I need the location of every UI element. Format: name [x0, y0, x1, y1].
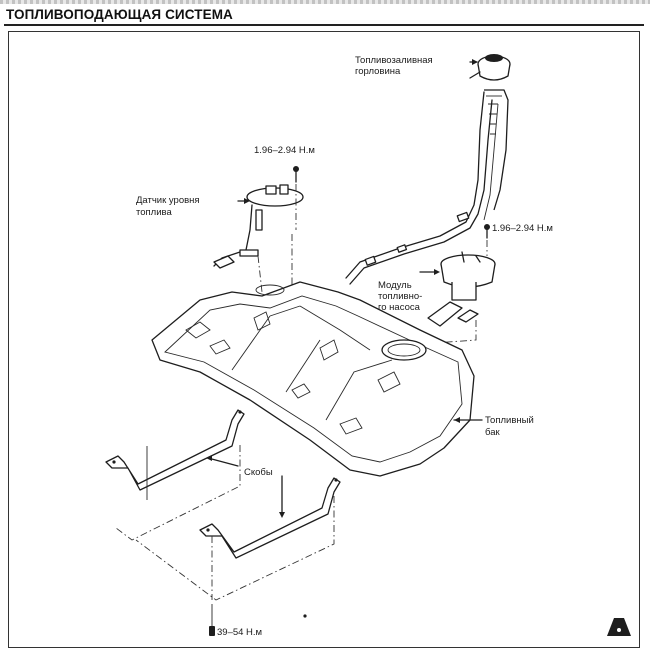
label-filler-neck-line2: горловина	[355, 66, 401, 77]
filler-cap	[469, 54, 511, 81]
arrow-brackets-left	[207, 457, 239, 467]
bracket-right	[199, 477, 341, 559]
bolt-bracket	[209, 604, 215, 636]
triangle-logo-icon	[607, 618, 631, 636]
arrowhead-pump	[434, 269, 440, 275]
label-torque-pump: 1.96–2.94 Н.м	[492, 223, 553, 234]
label-fuel-tank-line1: Топливный	[485, 415, 534, 426]
label-brackets: Скобы	[244, 467, 273, 478]
title-rule	[4, 24, 644, 26]
arrowhead-brackets-right	[279, 512, 285, 518]
label-level-sender-line2: топлива	[136, 207, 172, 218]
label-fuel-tank-line2: бак	[485, 427, 500, 438]
page-title: ТОПЛИВОПОДАЮЩАЯ СИСТЕМА	[6, 7, 233, 22]
filler-neck-pipe	[345, 89, 509, 285]
label-pump-module-line1: Модуль	[378, 280, 412, 291]
guide-lines-brackets	[115, 445, 335, 601]
arrowhead-filler	[472, 59, 478, 65]
level-sender	[213, 184, 304, 269]
diagram-frame	[8, 31, 640, 648]
bolt-pump	[484, 224, 490, 239]
label-pump-module-line3: го насоса	[378, 302, 420, 313]
bracket-left	[105, 409, 245, 491]
arrowhead-tank	[454, 417, 460, 423]
label-filler-neck-line1: Топливозаливная	[355, 55, 433, 66]
scan-dot	[303, 614, 307, 618]
label-torque-brackets: 39–54 Н.м	[217, 627, 263, 638]
bolt-sender	[293, 166, 299, 183]
label-level-sender-line1: Датчик уровня	[136, 195, 200, 206]
scan-edge	[0, 0, 650, 4]
arrowhead-level-sender	[244, 198, 250, 204]
label-pump-module-line2: топливно-	[378, 291, 423, 302]
arrowhead-brackets-left	[206, 455, 212, 461]
fuel-tank	[151, 281, 475, 477]
fuel-pump-module	[427, 251, 496, 327]
label-torque-sender: 1.96–2.94 Н.м	[254, 145, 315, 156]
guide-lines-pump	[419, 240, 488, 345]
